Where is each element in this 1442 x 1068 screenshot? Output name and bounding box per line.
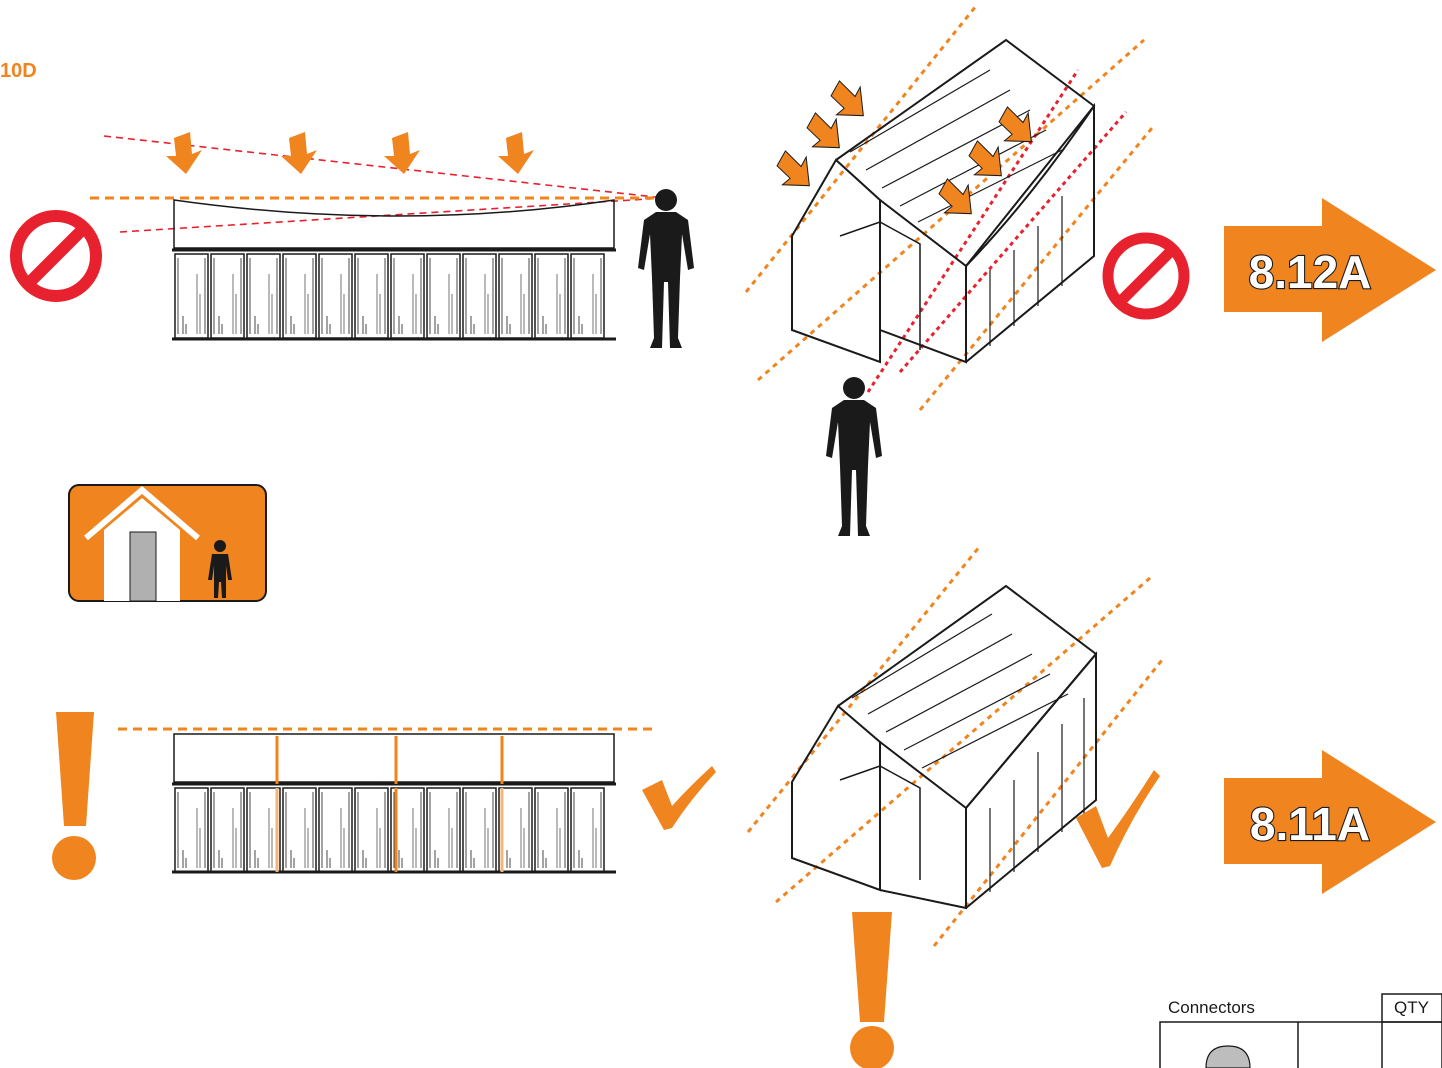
exclamation-icon [850, 912, 894, 1068]
ref-arrow-top: 8.12A [1224, 198, 1436, 342]
connector-part-icon [1206, 1046, 1250, 1068]
table-header-connectors: Connectors [1168, 998, 1255, 1017]
checkmark-icon [642, 766, 716, 830]
exclamation-icon [52, 712, 96, 880]
person-silhouette-icon [826, 377, 882, 536]
ref-arrow-bottom: 8.11A [1224, 750, 1436, 894]
greenhouse-side-sagging [172, 200, 616, 339]
checkmark-icon [1076, 770, 1160, 868]
ref-label-top: 8.12A [1249, 246, 1372, 298]
down-arrow-icon [384, 132, 420, 174]
parts-table: Connectors QTY [1160, 994, 1442, 1068]
greenhouse-side-supported [172, 734, 616, 872]
greenhouse-perspective-sagging [746, 6, 1152, 410]
house-person-icon [69, 485, 266, 601]
support-posts [277, 736, 502, 872]
prohibited-icon [16, 216, 96, 296]
down-arrow-icon [166, 132, 202, 174]
ref-label-bottom: 8.11A [1250, 798, 1370, 850]
down-arrow-icon [498, 132, 534, 174]
greenhouse-perspective-supported [748, 546, 1162, 946]
down-arrow-icon [281, 132, 317, 174]
table-header-qty: QTY [1394, 998, 1429, 1017]
load-arrows-top [166, 132, 534, 174]
prohibited-icon [1108, 238, 1184, 314]
person-silhouette-icon [638, 189, 694, 348]
